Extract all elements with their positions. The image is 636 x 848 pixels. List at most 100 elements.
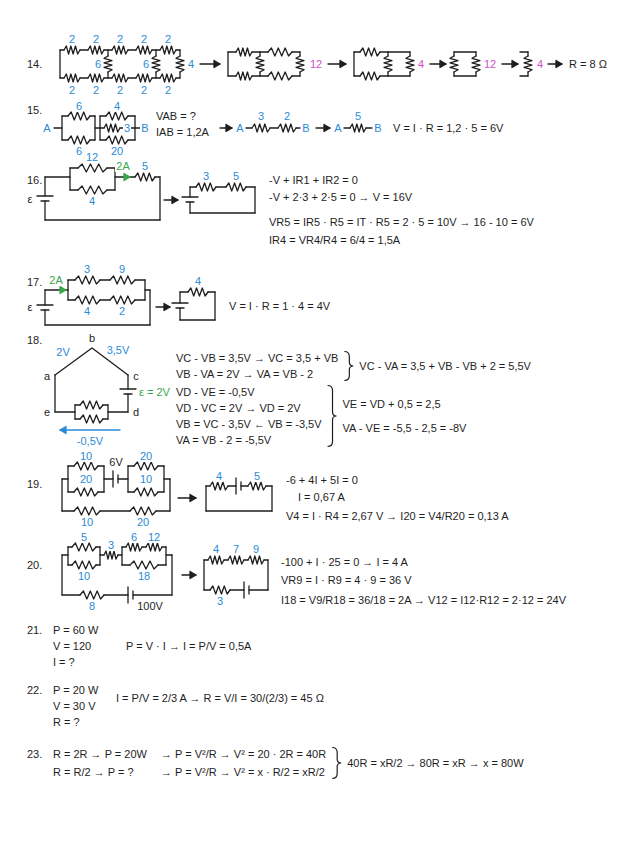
- wire: [156, 510, 170, 511]
- resistor-symbol: [188, 288, 208, 296]
- wire: [55, 411, 75, 412]
- wire: [100, 139, 106, 140]
- wire: [354, 75, 360, 76]
- resistor-value: 5: [253, 471, 261, 482]
- resistor-symbol: [176, 56, 184, 72]
- wire: [366, 127, 372, 128]
- wire: [67, 547, 68, 565]
- wire: [107, 72, 108, 78]
- wire: [230, 589, 244, 590]
- voltage-label: 3,5V: [106, 345, 131, 356]
- wire: [54, 127, 62, 128]
- resistor-value: 6: [130, 532, 138, 543]
- resistor-symbol: [252, 124, 270, 132]
- wire: [107, 189, 115, 190]
- resistor-symbol: [160, 46, 176, 54]
- resistor-value: 2: [92, 85, 100, 96]
- terminal-label: B: [373, 123, 382, 134]
- equivalent-value: 12: [309, 59, 323, 70]
- resistor-symbol: [80, 415, 103, 423]
- wire: [162, 546, 166, 547]
- equation: VD - VE = -0,5V: [175, 387, 256, 398]
- equation: -V + 2·3 + 2·5 = 0 → V = 16V: [268, 192, 413, 203]
- wire: [149, 290, 150, 325]
- resistor-value: 2: [164, 34, 172, 45]
- resistor-symbol: [88, 46, 104, 54]
- wire: [61, 479, 62, 511]
- resistor-value: 10: [139, 474, 153, 485]
- resistor-value: 5: [141, 161, 149, 172]
- battery-symbol: [172, 302, 188, 303]
- resistor-symbol: [134, 462, 158, 470]
- resistor-value: 3: [216, 596, 224, 607]
- resistor-value: 5: [354, 111, 362, 122]
- resistor-symbol: [130, 561, 158, 569]
- problem-number: 17.: [26, 277, 43, 288]
- resistor-symbol: [406, 56, 414, 72]
- wire: [100, 279, 110, 280]
- wire: [249, 589, 268, 590]
- equation: VE = VD + 0,5 = 2,5: [342, 399, 442, 410]
- resistor-symbol: [106, 112, 128, 120]
- wire: [169, 479, 170, 511]
- source-label: ε = 2V: [138, 387, 171, 398]
- wire: [67, 466, 68, 492]
- battery-symbol: [243, 582, 244, 598]
- equation: → P = V²/R → V² = 20 · 2R = 40R: [160, 749, 327, 760]
- resistor-symbol: [268, 72, 292, 80]
- given-value: R = 2R → P = 20W: [52, 749, 148, 760]
- equation: VB - VA = 2V → VA = VB - 2: [175, 369, 314, 380]
- equation: -100 + I · 25 = 0 → I = 4 A: [280, 557, 409, 568]
- resistor-symbol: [450, 56, 458, 72]
- wire: [409, 72, 410, 76]
- given-value: R = R/2 → P = ?: [52, 767, 135, 778]
- resistor-symbol: [104, 56, 112, 72]
- resistor-value: 6: [142, 59, 150, 70]
- arrow-head: [172, 197, 178, 204]
- resistor-value: 6: [75, 101, 83, 112]
- curly-bracket: [328, 386, 337, 447]
- arrow-head: [226, 125, 232, 132]
- resistor-symbol: [136, 74, 152, 82]
- voltage-label: 2V: [55, 347, 70, 358]
- problem-number: 23.: [26, 749, 43, 760]
- resistor-value: 2: [116, 85, 124, 96]
- wire: [158, 465, 164, 466]
- wire: [121, 547, 122, 565]
- given-value: P = 60 W: [52, 625, 99, 636]
- resistor-symbol: [278, 124, 296, 132]
- wire: [100, 115, 106, 116]
- wire: [133, 594, 172, 595]
- node-letter: d: [132, 407, 140, 418]
- wire: [159, 177, 160, 220]
- source-label: ε: [27, 194, 34, 205]
- wire: [128, 115, 135, 116]
- wire: [145, 289, 150, 290]
- resistor-value: 2: [140, 34, 148, 45]
- resistor-value: 18: [137, 571, 151, 582]
- resistor-symbol: [236, 48, 252, 56]
- resistor-value: 20: [79, 474, 93, 485]
- resistor-symbol: [130, 507, 156, 515]
- wire: [189, 187, 190, 197]
- resistor-symbol: [160, 74, 176, 82]
- wire: [453, 72, 454, 76]
- wire: [62, 594, 80, 595]
- arrow-head: [164, 304, 170, 311]
- equation: 40R = xR/2 → 80R = xR → x = 80W: [346, 758, 524, 769]
- wire: [107, 167, 115, 168]
- resistor-symbol: [152, 56, 160, 72]
- battery-symbol: [37, 195, 53, 196]
- resistor-value: 2: [92, 34, 100, 45]
- wire: [254, 187, 255, 213]
- equivalent-value: 4: [417, 59, 425, 70]
- wire: [59, 50, 60, 78]
- equation: VC - VA = 3,5 + VB - VB + 2 = 5,5V: [358, 361, 532, 372]
- resistor-symbol: [134, 488, 158, 496]
- wire: [454, 75, 476, 76]
- node-letter: c: [132, 371, 140, 382]
- wire: [80, 49, 88, 50]
- resistor-value: 4: [83, 306, 91, 317]
- resistor-symbol: [524, 56, 532, 72]
